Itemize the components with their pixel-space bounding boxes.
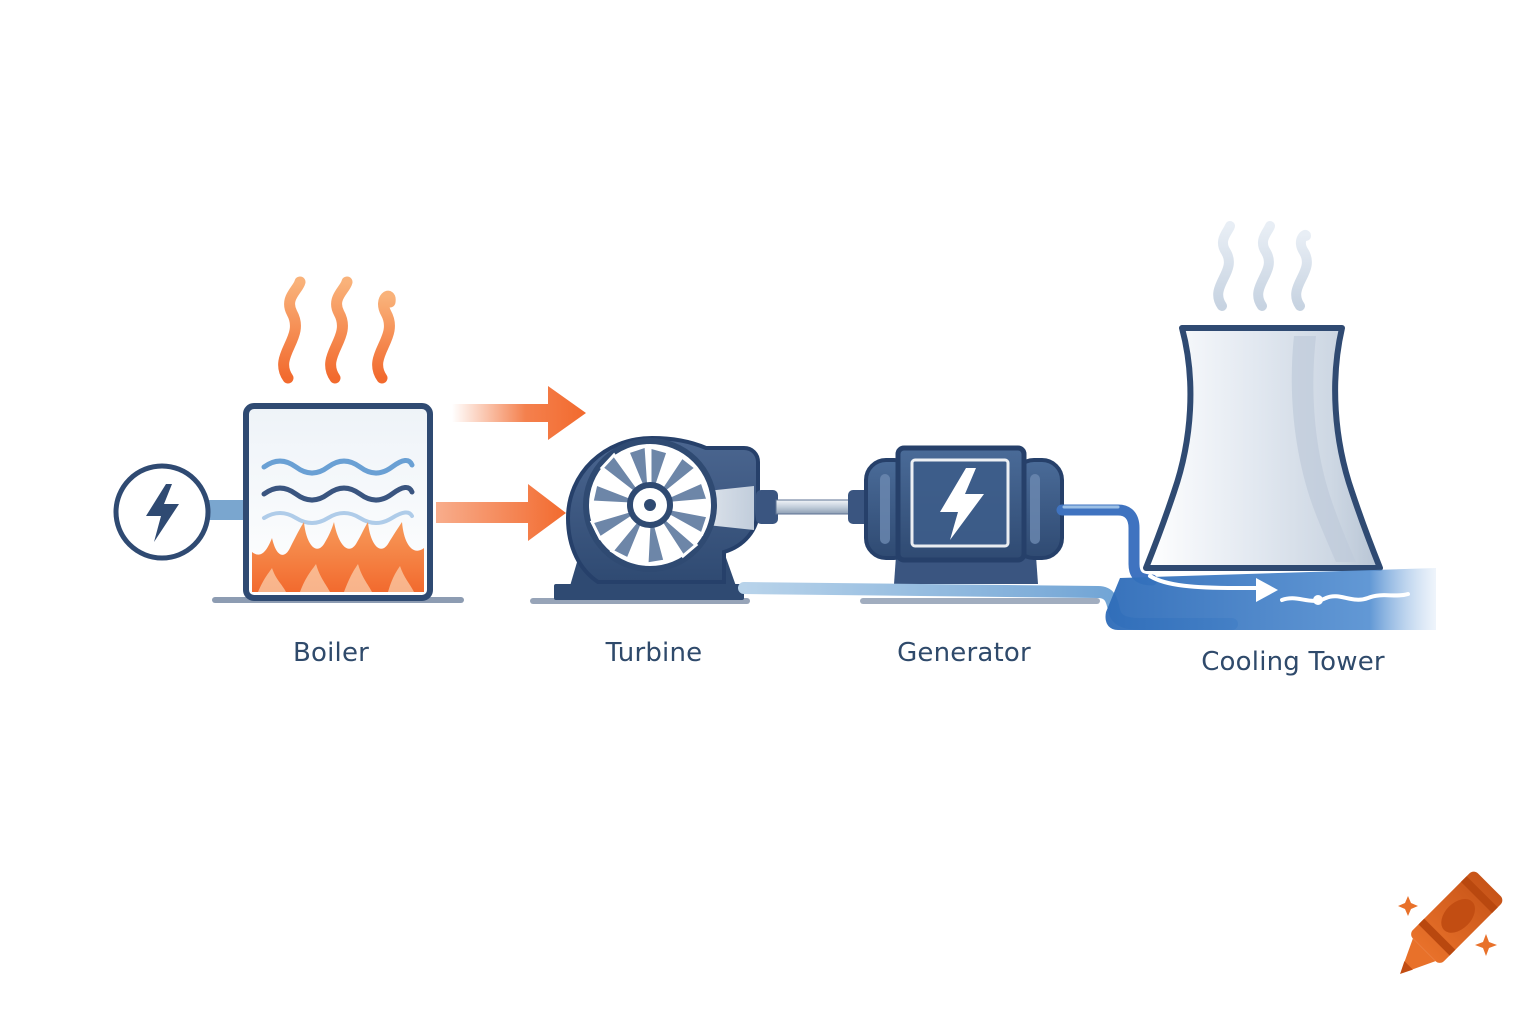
- cooling-water-pool: [1105, 568, 1436, 630]
- drive-shaft: [775, 490, 870, 524]
- cooling-tower-label: Cooling Tower: [1201, 647, 1385, 677]
- tower-steam-wisp-2: [1253, 221, 1275, 311]
- crayon-tip: [1400, 938, 1436, 974]
- turbine-base-plate: [554, 584, 744, 600]
- steam-arrows: [436, 386, 586, 541]
- generator-base-shadow: [860, 598, 1100, 604]
- cooling-tower-group: [1105, 221, 1436, 630]
- steam-arrow-main: [436, 484, 566, 541]
- generator-outlet-pipe: [1056, 504, 1158, 586]
- tower-steam: [1213, 221, 1312, 311]
- power-source: [113, 463, 251, 561]
- turbine-label: Turbine: [605, 638, 703, 668]
- power-connector-pipe: [205, 500, 251, 520]
- boiler-fire-inner: [258, 564, 414, 592]
- generator-group: [860, 445, 1100, 604]
- sparkle-icon: [1475, 934, 1497, 956]
- water-flow-arrow: [1148, 574, 1266, 590]
- generator-end-cap-right-stripe: [1030, 474, 1040, 544]
- turbine-shaft-coupling: [756, 490, 778, 524]
- boiler-wave-1: [261, 458, 415, 476]
- water-bubble: [1313, 595, 1323, 605]
- steam-wisp-1: [278, 276, 306, 384]
- lightning-bolt-icon: [940, 468, 984, 540]
- water-flow-arrowhead: [1256, 578, 1278, 602]
- sparkle-icons: [1398, 896, 1497, 956]
- turbine-hub-center: [644, 499, 656, 511]
- boiler-steam: [278, 276, 396, 384]
- boiler-wave-3: [262, 510, 414, 525]
- sparkle-icon: [1398, 896, 1418, 916]
- boiler-wave-2: [261, 485, 415, 503]
- steam-wisp-3: [372, 290, 396, 384]
- boiler-group: [113, 276, 464, 603]
- crayon-label: [1441, 898, 1476, 933]
- cooling-tower-body: [1143, 325, 1383, 571]
- generator-stand: [894, 556, 1038, 584]
- cooling-tower-stripe: [1291, 336, 1356, 562]
- tower-steam-wisp-1: [1213, 221, 1235, 311]
- tower-steam-wisp-3: [1291, 230, 1312, 311]
- crayon-icon: [1400, 871, 1503, 974]
- shaft-bar: [775, 499, 853, 515]
- generator-end-cap-left-stripe: [880, 474, 890, 544]
- crayon-band-2: [1460, 876, 1498, 914]
- boiler-label: Boiler: [292, 638, 370, 668]
- lightning-bolt-icon: [146, 484, 179, 542]
- steam-wisp-2: [325, 276, 353, 384]
- steam-arrow-top: [452, 386, 586, 440]
- generator-label: Generator: [897, 638, 1031, 668]
- turbine-group: [530, 435, 778, 604]
- boiler-fire: [252, 522, 424, 592]
- crayon-band-1: [1418, 918, 1456, 956]
- water-ripple-1: [1280, 592, 1410, 603]
